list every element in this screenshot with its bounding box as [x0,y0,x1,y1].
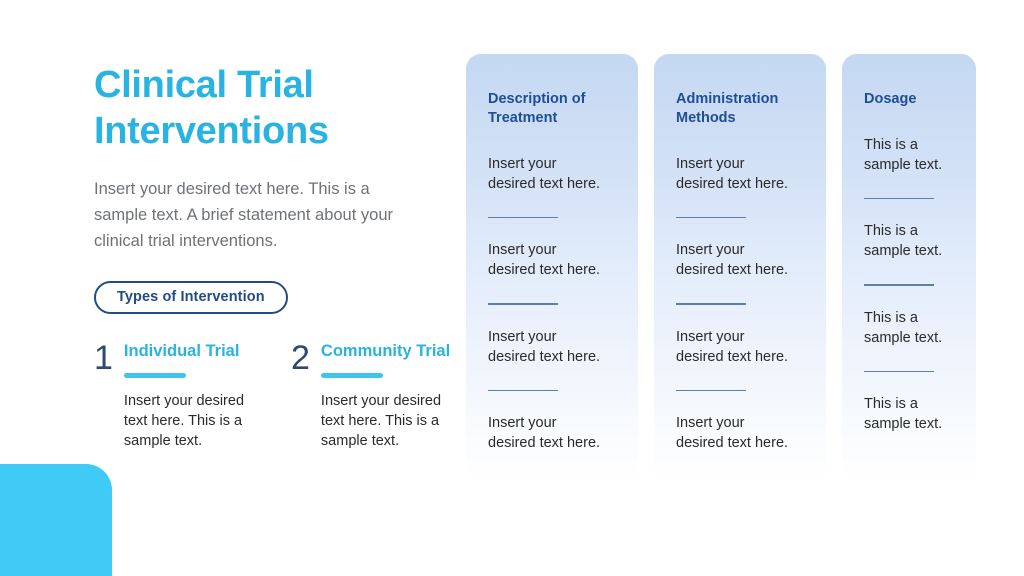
cards-container: Description of Treatment Insert your des… [466,54,976,484]
card-entry: Insert your desired text here. [676,156,789,192]
card-heading: Dosage [864,91,917,107]
numbered-items-list: 1 Individual Trial Insert your desired t… [94,341,466,451]
item-text: Insert your desired text here. This is a… [320,393,442,449]
card-entry: Insert your desired text here. [676,415,789,452]
card-entry: This is a sample text. [864,137,943,173]
card-entry: This is a sample text. [864,396,943,433]
page-title: Clinical Trial Interventions [94,64,329,152]
card-description-of-treatment: Description of Treatment Insert your des… [466,54,638,484]
card-divider [676,217,746,219]
card-entry: This is a sample text. [864,223,943,260]
card-divider [864,284,934,286]
card-entry: Insert your desired text here. [488,242,601,279]
item-number: 1 [94,339,113,377]
card-heading: Administration Methods [676,91,779,126]
item-underline-bar [123,373,186,378]
card-entry: Insert your desired text here. [676,328,789,365]
list-item: 2 Community Trial Insert your desired te… [291,341,466,451]
card-dosage: Dosage This is a sample text. This is a … [842,54,976,484]
item-underline-bar [320,373,383,378]
item-number: 2 [291,339,310,377]
intro-paragraph: Insert your desired text here. This is a… [94,180,393,250]
card-entry: Insert your desired text here. [676,242,789,279]
card-divider [864,198,934,200]
types-of-intervention-badge: Types of Intervention [94,281,288,314]
card-divider [488,389,558,392]
item-heading: Individual Trial [123,342,240,360]
card-entry: Insert your desired text here. [488,156,601,192]
card-divider [864,370,934,373]
card-divider [488,217,558,219]
item-heading: Community Trial [320,342,451,360]
card-divider [488,303,558,305]
card-divider [676,303,746,305]
list-item: 1 Individual Trial Insert your desired t… [94,341,269,451]
item-text: Insert your desired text here. This is a… [123,393,245,449]
decorative-corner-block [0,464,112,576]
card-heading: Description of Treatment [488,91,586,126]
card-divider [676,389,746,392]
card-entry: Insert your desired text here. [488,415,601,452]
card-entry: This is a sample text. [864,309,943,346]
left-panel: Clinical Trial Interventions Insert your… [94,62,466,451]
card-entry: Insert your desired text here. [488,328,601,365]
card-administration-methods: Administration Methods Insert your desir… [654,54,826,484]
